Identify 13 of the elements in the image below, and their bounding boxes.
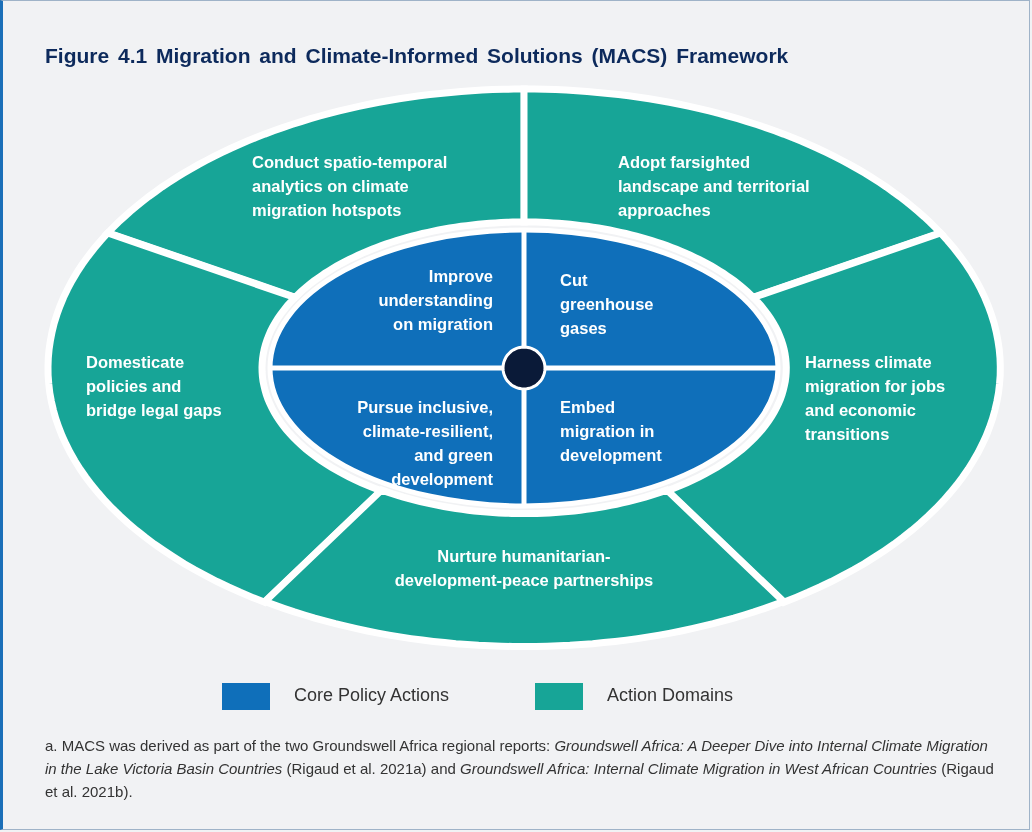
footnote: a. MACS was derived as part of the two Groundswell Africa regional reports: Groundswell Africa: A Deeper Dive into Internal Climate Migration in the Lake Victoria Basin Countries (Rigaud et al. 2021a) and Groundswell Africa: Internal Climate Migration in West African Countries (Rigaud et al. 2021b). [45, 736, 995, 802]
figure-title: Figure 4.1 Migration and Climate-Informed Solutions (MACS) Framework [45, 44, 789, 68]
legend-label: Core Policy Actions [294, 685, 450, 706]
legend-label: Action Domains [607, 685, 734, 706]
node-label: Harness climate migration for jobs and economic transitions [805, 352, 947, 445]
node-label: Domesticate policies and bridge legal gaps [86, 352, 223, 421]
node-label: Improve understanding on migration [377, 266, 493, 335]
node-label: Embed migration in development [560, 397, 663, 466]
node-label: Adopt farsighted landscape and territorial approaches [618, 152, 811, 221]
node-label: Nurture humanitarian-development-peace partnerships [394, 546, 654, 591]
node-label: Cut greenhouse gases [560, 270, 655, 339]
node-label: Pursue inclusive, climate-resilient, and green development [356, 397, 493, 490]
node-label: Conduct spatio-temporal analytics on climate migration hotspots [252, 152, 449, 221]
